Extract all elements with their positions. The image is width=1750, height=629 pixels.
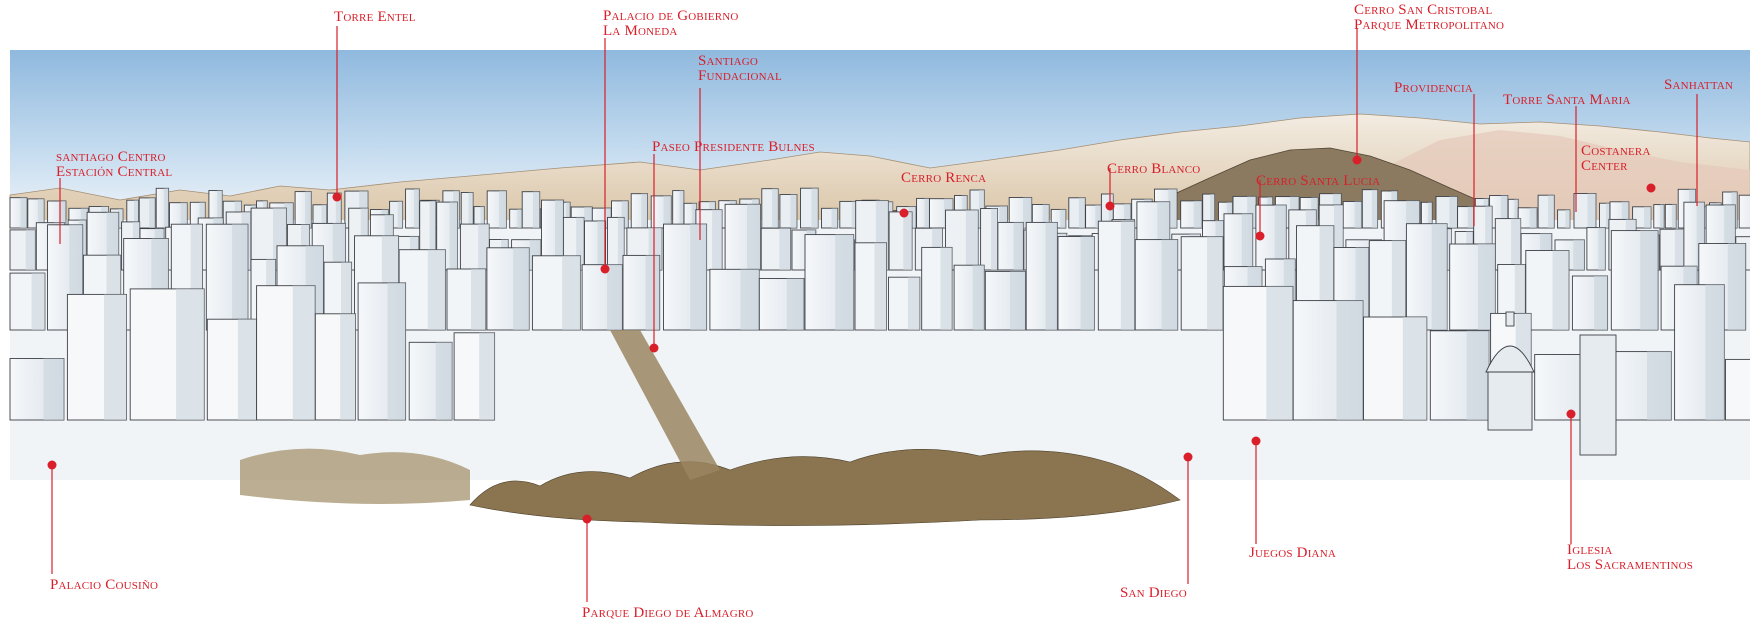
dot-palacio-cousino <box>48 461 57 470</box>
label-cerro-blanco: Cerro Blanco <box>1107 162 1200 177</box>
dot-cerro-san-cristobal <box>1353 156 1362 165</box>
label-cerro-santa-lucia: Cerro Santa Lucia <box>1256 174 1380 189</box>
dot-parque-almagro <box>583 515 592 524</box>
dot-iglesia <box>1567 410 1576 419</box>
label-juegos-diana: Juegos Diana <box>1249 546 1336 561</box>
label-torre-santa-maria: Torre Santa Maria <box>1503 93 1631 108</box>
callout-lines <box>52 26 1697 602</box>
label-parque-almagro: Parque Diego de Almagro <box>582 606 754 621</box>
label-palacio-cousino: Palacio Cousiño <box>50 578 158 593</box>
label-san-diego: San Diego <box>1120 586 1187 601</box>
dot-juegos-diana <box>1252 437 1261 446</box>
label-cerro-renca: Cerro Renca <box>901 171 986 186</box>
callout-dots <box>48 156 1656 524</box>
dot-torre-entel <box>333 193 342 202</box>
dot-palacio-gobierno <box>601 265 610 274</box>
label-paseo-bulnes: Paseo Presidente Bulnes <box>652 140 815 155</box>
label-torre-entel: Torre Entel <box>334 10 416 25</box>
dot-cerro-renca <box>900 209 909 218</box>
dot-san-diego <box>1184 453 1193 462</box>
dot-paseo-bulnes <box>650 344 659 353</box>
dot-cerro-blanco <box>1106 202 1115 211</box>
dot-cerro-santa-lucia <box>1256 232 1265 241</box>
label-providencia: Providencia <box>1394 81 1473 96</box>
dot-costanera-center <box>1647 184 1656 193</box>
label-sanhattan: Sanhattan <box>1664 78 1733 93</box>
